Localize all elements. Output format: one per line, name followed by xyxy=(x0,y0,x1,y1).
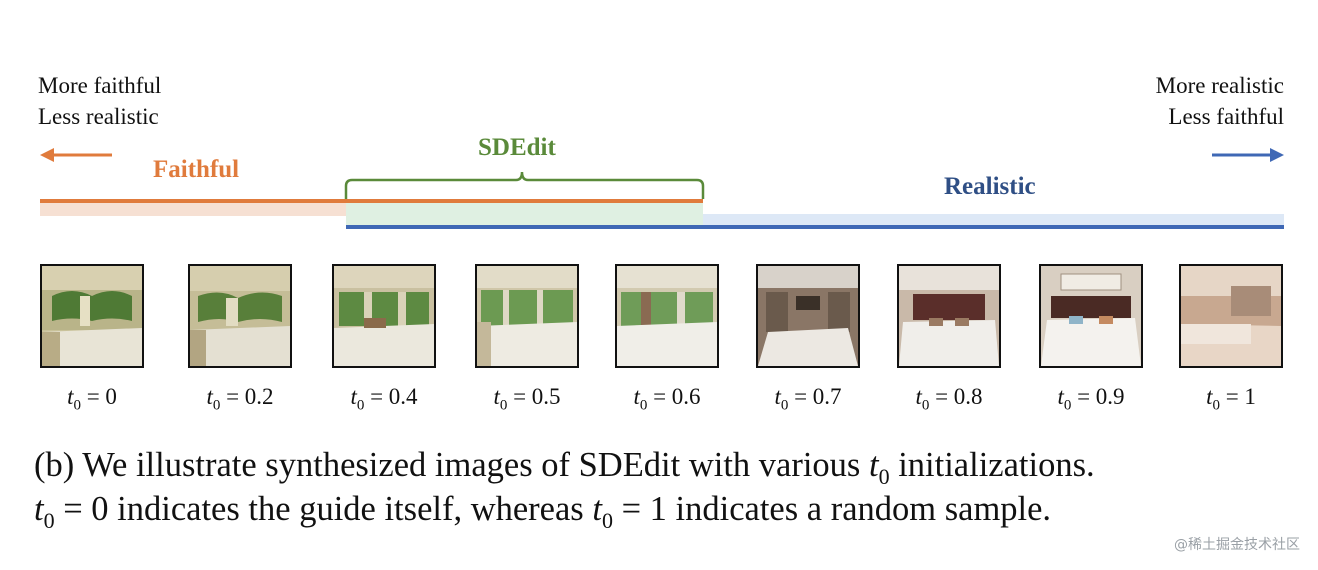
t0-label-0.6: t0 = 0.6 xyxy=(633,384,701,414)
faithful-bar-fill xyxy=(40,203,346,216)
spectrum-diagram xyxy=(40,148,1284,229)
caption-line-2: t0 = 0 indicates the guide itself, where… xyxy=(34,490,1052,533)
thumbnail-t0-0.8 xyxy=(897,264,1001,368)
sdedit-label: SDEdit xyxy=(478,134,556,161)
thumbnail-t0-0.4 xyxy=(332,264,436,368)
thumbnail-t0-0.5 xyxy=(475,264,579,368)
sdedit-brace xyxy=(344,171,705,199)
t0-label-0.2: t0 = 0.2 xyxy=(206,384,274,414)
less-faithful-text: Less faithful xyxy=(1168,104,1284,129)
more-realistic-text: More realistic xyxy=(1155,73,1284,98)
right-arrow-icon xyxy=(1212,148,1284,162)
thumbnail-t0-0.6 xyxy=(615,264,719,368)
thumbnail-t0-1 xyxy=(1179,264,1283,368)
thumbnail-t0-0.9 xyxy=(1039,264,1143,368)
less-realistic-text: Less realistic xyxy=(38,104,159,129)
left-arrow-icon xyxy=(40,148,112,162)
realistic-bar-fill xyxy=(703,214,1284,227)
caption-line-1: (b) We illustrate synthesized images of … xyxy=(34,446,1095,489)
t0-label-1: t0 = 1 xyxy=(1206,384,1256,414)
t0-label-0.7: t0 = 0.7 xyxy=(774,384,842,414)
watermark: @稀土掘金技术社区 xyxy=(1174,537,1300,553)
thumbnail-t0-0 xyxy=(40,264,144,368)
realistic-label: Realistic xyxy=(944,173,1036,200)
faithful-label: Faithful xyxy=(153,156,240,183)
more-faithful-text: More faithful xyxy=(38,73,162,98)
thumbnail-t0-0.2 xyxy=(188,264,292,368)
t0-label-0.9: t0 = 0.9 xyxy=(1057,384,1125,414)
t0-label-0: t0 = 0 xyxy=(67,384,117,414)
t0-label-0.4: t0 = 0.4 xyxy=(350,384,418,414)
t0-label-0.5: t0 = 0.5 xyxy=(493,384,561,414)
thumbnail-t0-0.7 xyxy=(756,264,860,368)
t0-label-0.8: t0 = 0.8 xyxy=(915,384,983,414)
sdedit-overlap-fill xyxy=(346,201,703,227)
